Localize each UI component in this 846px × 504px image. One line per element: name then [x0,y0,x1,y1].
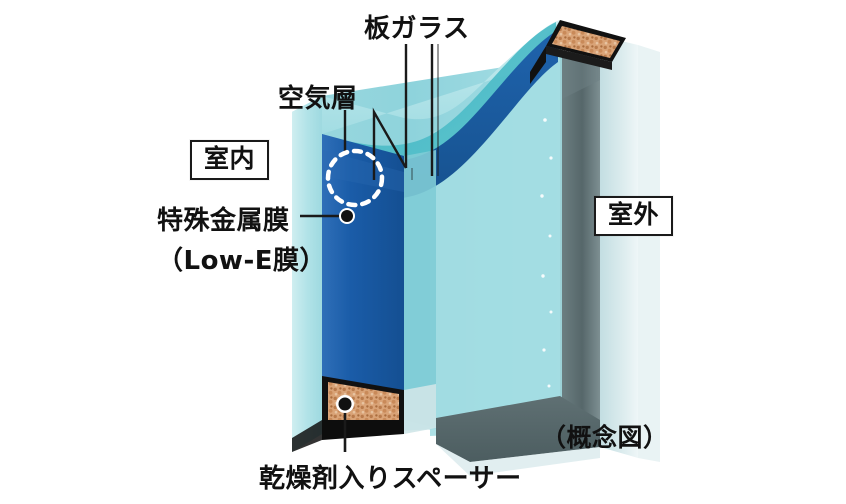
block-bottom-face [436,396,600,476]
label-desiccant-spacer: 乾燥剤入りスペーサー [259,464,522,494]
label-lowe-film-line2: （Low-E膜） [157,246,327,276]
leader-air-layer [325,110,385,208]
label-outdoor: 室外 [594,196,674,237]
indoor-pane-left-edge [292,96,322,452]
label-air-layer: 空気層 [278,84,358,114]
leader-spacer [336,395,354,452]
label-concept-note: （概念図） [541,423,669,452]
label-indoor: 室内 [190,140,270,181]
leader-lowe-film [300,208,355,224]
air-layer [404,150,436,428]
pane-speckles [540,118,553,388]
label-board-glass: 板ガラス [364,14,470,44]
block-side-face-gray [560,36,600,447]
outer-glass-pane [600,36,660,462]
desiccant-spacer-top [530,20,626,84]
label-lowe-film-line1: 特殊金属膜 [157,206,290,236]
air-layer-highlight-circle [325,148,385,208]
